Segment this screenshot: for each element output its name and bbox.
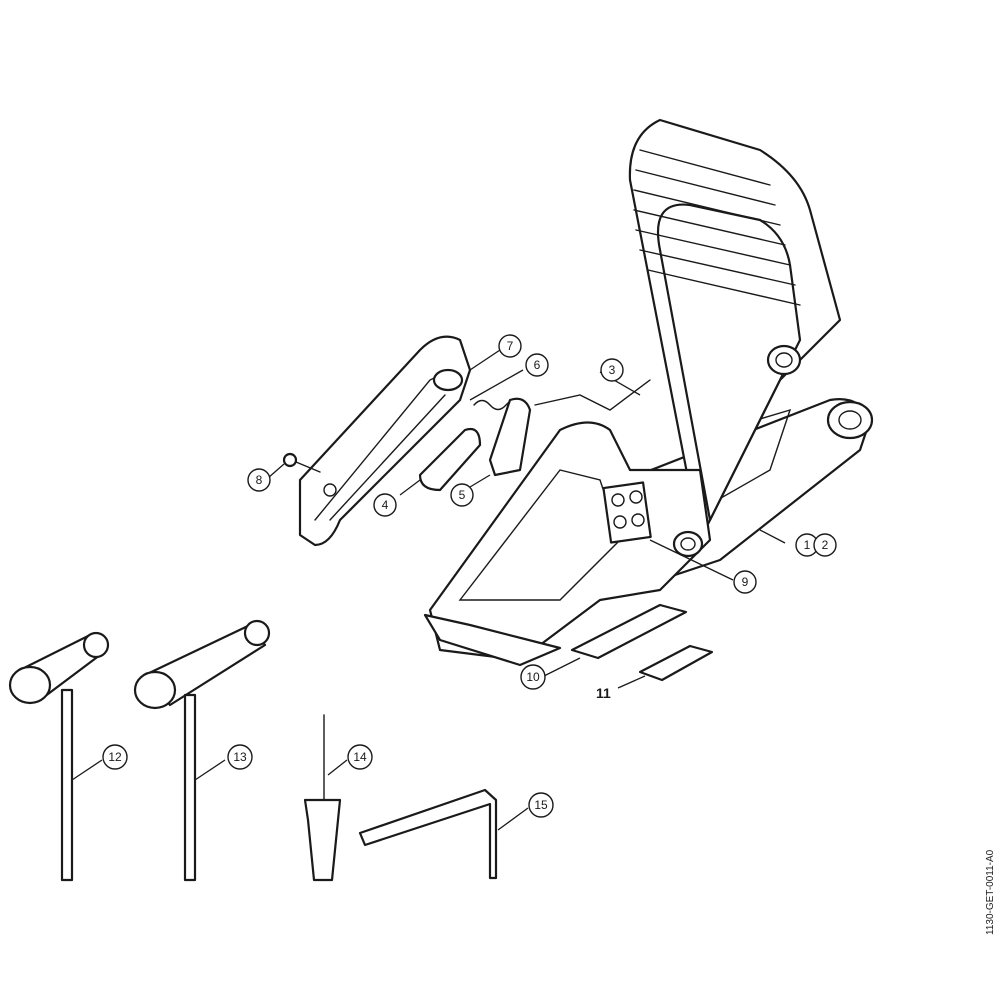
callout-15: 15 — [528, 792, 554, 818]
callout-6: 6 — [525, 353, 549, 377]
callout-5-text: 5 — [459, 488, 466, 502]
decals — [570, 603, 714, 682]
callout-5: 5 — [450, 483, 474, 507]
callout-8: 8 — [247, 468, 271, 492]
callout-9-text: 9 — [742, 575, 749, 589]
callout-4: 4 — [373, 493, 397, 517]
callout-7-text: 7 — [507, 339, 514, 353]
callout-10: 10 — [520, 664, 546, 690]
trigger-lever — [418, 427, 482, 492]
callout-2: 2 — [813, 533, 837, 557]
callout-15-text: 15 — [534, 798, 548, 812]
combination-wrench-13 — [133, 619, 271, 882]
combination-wrench-12 — [8, 631, 110, 882]
callout-3-text: 3 — [609, 363, 616, 377]
callout-6-text: 6 — [534, 358, 541, 372]
trigger-housing — [298, 335, 472, 547]
callout-14: 14 — [347, 744, 373, 770]
callout-14-text: 14 — [353, 750, 367, 764]
screw — [282, 452, 321, 473]
callout-12: 12 — [102, 744, 128, 770]
callout-13: 13 — [227, 744, 253, 770]
screwdriver — [303, 714, 342, 882]
callout-12-text: 12 — [108, 750, 122, 764]
callout-13-text: 13 — [233, 750, 247, 764]
callout-1-text: 1 — [804, 538, 811, 552]
callout-7: 7 — [498, 334, 522, 358]
label-11: 11 — [596, 685, 611, 701]
callout-2-text: 2 — [822, 538, 829, 552]
drawing-code: 1130-GET-0011-A0 — [985, 849, 996, 935]
handle-housing — [423, 118, 874, 667]
callout-4-text: 4 — [382, 498, 389, 512]
hex-key — [358, 788, 498, 880]
callout-8-text: 8 — [256, 473, 263, 487]
callout-9: 9 — [733, 570, 757, 594]
callout-3: 3 — [600, 358, 624, 382]
interlock-lever — [488, 397, 532, 477]
callout-10-text: 10 — [526, 670, 540, 684]
throttle-rod — [534, 379, 651, 411]
